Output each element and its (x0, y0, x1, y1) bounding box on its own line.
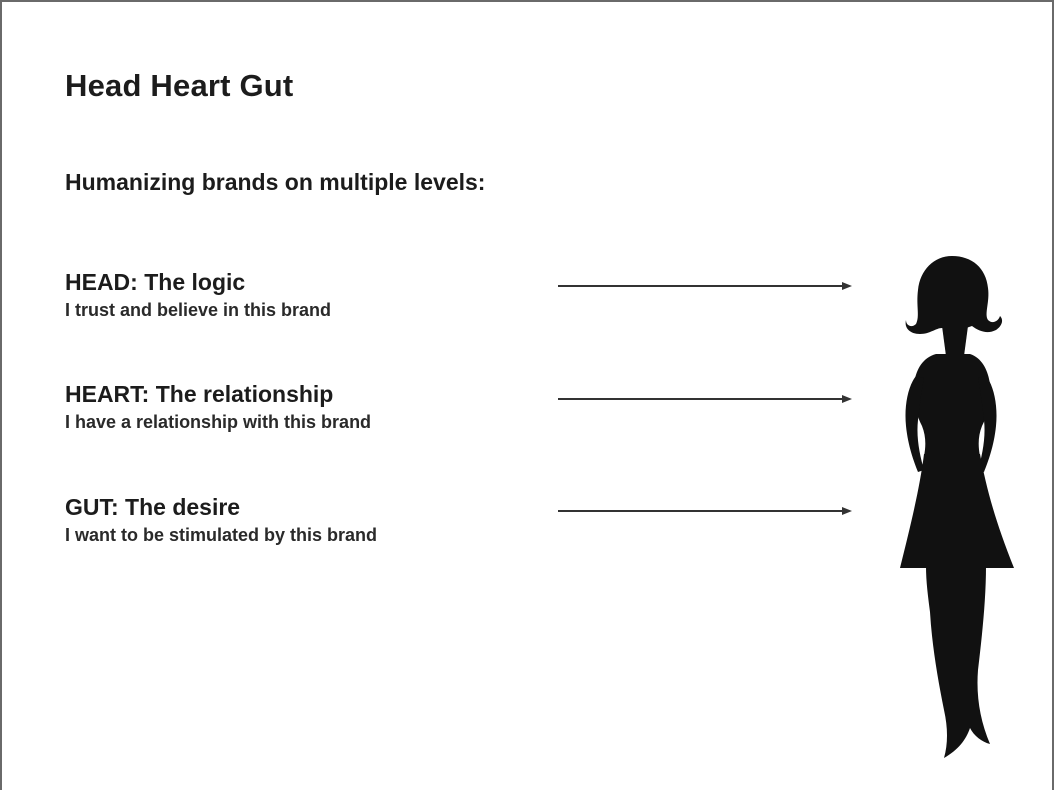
level-heading: HEART: The relationship (65, 381, 334, 407)
slide-title: Head Heart Gut (65, 68, 294, 103)
level-heart: HEART: The relationship I have a relatio… (65, 379, 371, 435)
level-gut: GUT: The desire I want to be stimulated … (65, 492, 377, 548)
gut-arrow-icon (558, 507, 852, 515)
level-description: I trust and believe in this brand (65, 300, 332, 320)
level-description: I have a relationship with this brand (65, 412, 372, 432)
level-heading: HEAD: The logic (65, 269, 246, 295)
slide-subtitle: Humanizing brands on multiple levels: (65, 169, 486, 195)
woman-silhouette-icon (900, 256, 1014, 758)
level-heading: GUT: The desire (65, 494, 241, 520)
level-description: I want to be stimulated by this brand (65, 525, 378, 545)
level-head: HEAD: The logic I trust and believe in t… (65, 267, 331, 323)
heart-arrow-icon (558, 395, 852, 403)
head-arrow-icon (558, 282, 852, 290)
